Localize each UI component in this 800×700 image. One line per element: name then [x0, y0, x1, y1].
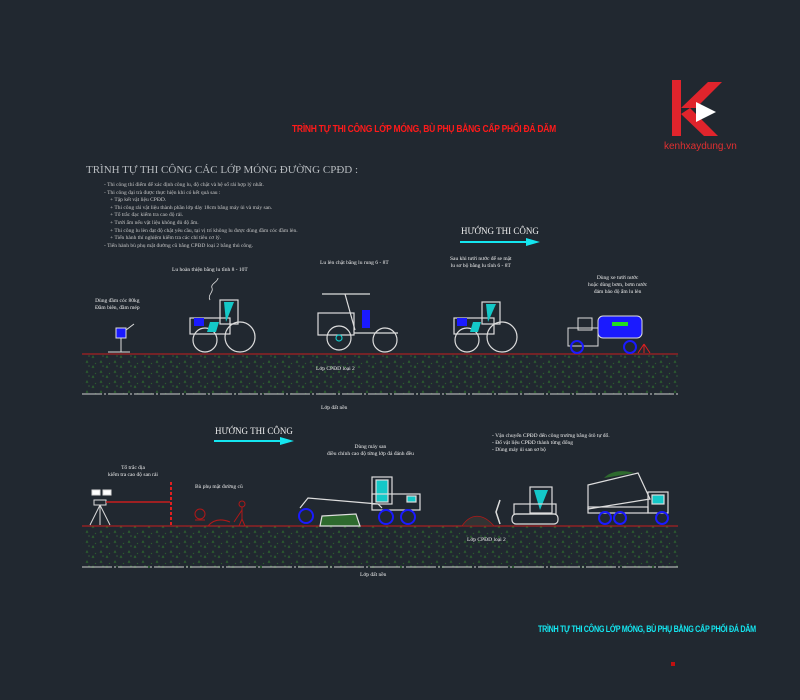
direction-label-top: HƯỚNG THI CÔNG: [461, 226, 539, 236]
bulldozer-icon: [495, 486, 559, 525]
bottom-title: TRÌNH TỰ THI CÔNG LỚP MÓNG, BÙ PHỤ BẰNG …: [538, 624, 756, 634]
logo-mark-icon: [672, 80, 722, 136]
water-truck-icon: [567, 315, 651, 354]
subgrade-label-top: Lớp đất nền: [321, 405, 348, 411]
subgrade-label-bottom: Lớp đất nền: [360, 572, 387, 578]
static-roller-icon: [189, 277, 256, 353]
layer-label-bottom: Lớp CPĐD loại 2: [467, 537, 506, 543]
note: + Tập kết vật liệu CPĐD.: [110, 197, 167, 204]
logo-text: kenhxaydung.vn: [664, 141, 737, 152]
note: - Thi công đại trà được thực hiện khi có…: [104, 189, 221, 196]
label-static-roller-initial: Sau khi tưới nước để se mặt lu sơ bộ bằn…: [450, 256, 512, 269]
notes-list: - Thi công thí điểm để xác định công lu,…: [104, 182, 298, 250]
note: - Tiến hành bù phụ mặt đường cũ bằng CPĐ…: [104, 242, 254, 249]
note: + Tưới ẩm nếu vật liệu không đủ độ ẩm.: [110, 219, 199, 226]
vibratory-roller-icon: [317, 293, 398, 353]
direction-arrow-icon: [214, 437, 294, 445]
note: + Thi công lu lèn đạt độ chặt yêu cầu, t…: [110, 227, 298, 234]
main-title: TRÌNH TỰ THI CÔNG LỚP MÓNG, BÙ PHỤ BẰNG …: [292, 124, 556, 135]
cpdd-layer-bottom: [82, 526, 678, 568]
survey-level-icon: [89, 482, 172, 526]
label-static-roller-finish: Lu hoàn thiện bằng lu tĩnh 8 - 10T: [172, 267, 248, 273]
label-survey-team: Tổ trắc địa kiểm tra cao độ san rải: [108, 465, 158, 478]
plate-compactor-icon: [108, 323, 135, 353]
label-hauling: - Vận chuyển CPĐD đến công trường bằng ô…: [492, 433, 610, 453]
label-vibratory-roller: Lu lèn chặt bằng lu rung 6 - 8T: [320, 260, 389, 266]
note: + Thi công rải vật liệu thành phần lớp d…: [110, 204, 273, 211]
layer-label-top: Lớp CPĐD loại 2: [316, 366, 355, 372]
note: + Tổ trắc đạc kiểm tra cao độ rải.: [110, 212, 184, 219]
dump-truck-icon: [587, 471, 669, 525]
label-plate-compactor: Dùng đầm cóc 80kg Đầm biên, đầm mép: [95, 298, 140, 311]
label-water-truck: Dùng xe tưới nước hoặc dùng bơm, bơm nướ…: [588, 275, 648, 295]
workers-icon: [194, 500, 246, 527]
marker-icon: [671, 662, 675, 666]
motor-grader-icon: [298, 476, 421, 527]
cpdd-layer-top: [82, 354, 678, 394]
section-heading: TRÌNH TỰ THI CÔNG CÁC LỚP MÓNG ĐƯỜNG CPĐ…: [86, 164, 359, 176]
direction-arrow-icon: [460, 238, 540, 246]
label-patching: Bù phụ mặt đường cũ: [195, 484, 243, 490]
stockpile-icon: [461, 515, 495, 527]
note: - Thi công thí điểm để xác định công lu,…: [104, 182, 264, 188]
logo: kenhxaydung.vn: [664, 78, 738, 158]
note: + Tiến hành thí nghiệm kiểm tra các chỉ …: [110, 235, 222, 242]
direction-label-bottom: HƯỚNG THI CÔNG: [215, 426, 293, 436]
label-motor-grader: Dùng máy san điều chỉnh cao độ từng lớp …: [327, 444, 414, 457]
static-roller-icon: [453, 301, 518, 353]
